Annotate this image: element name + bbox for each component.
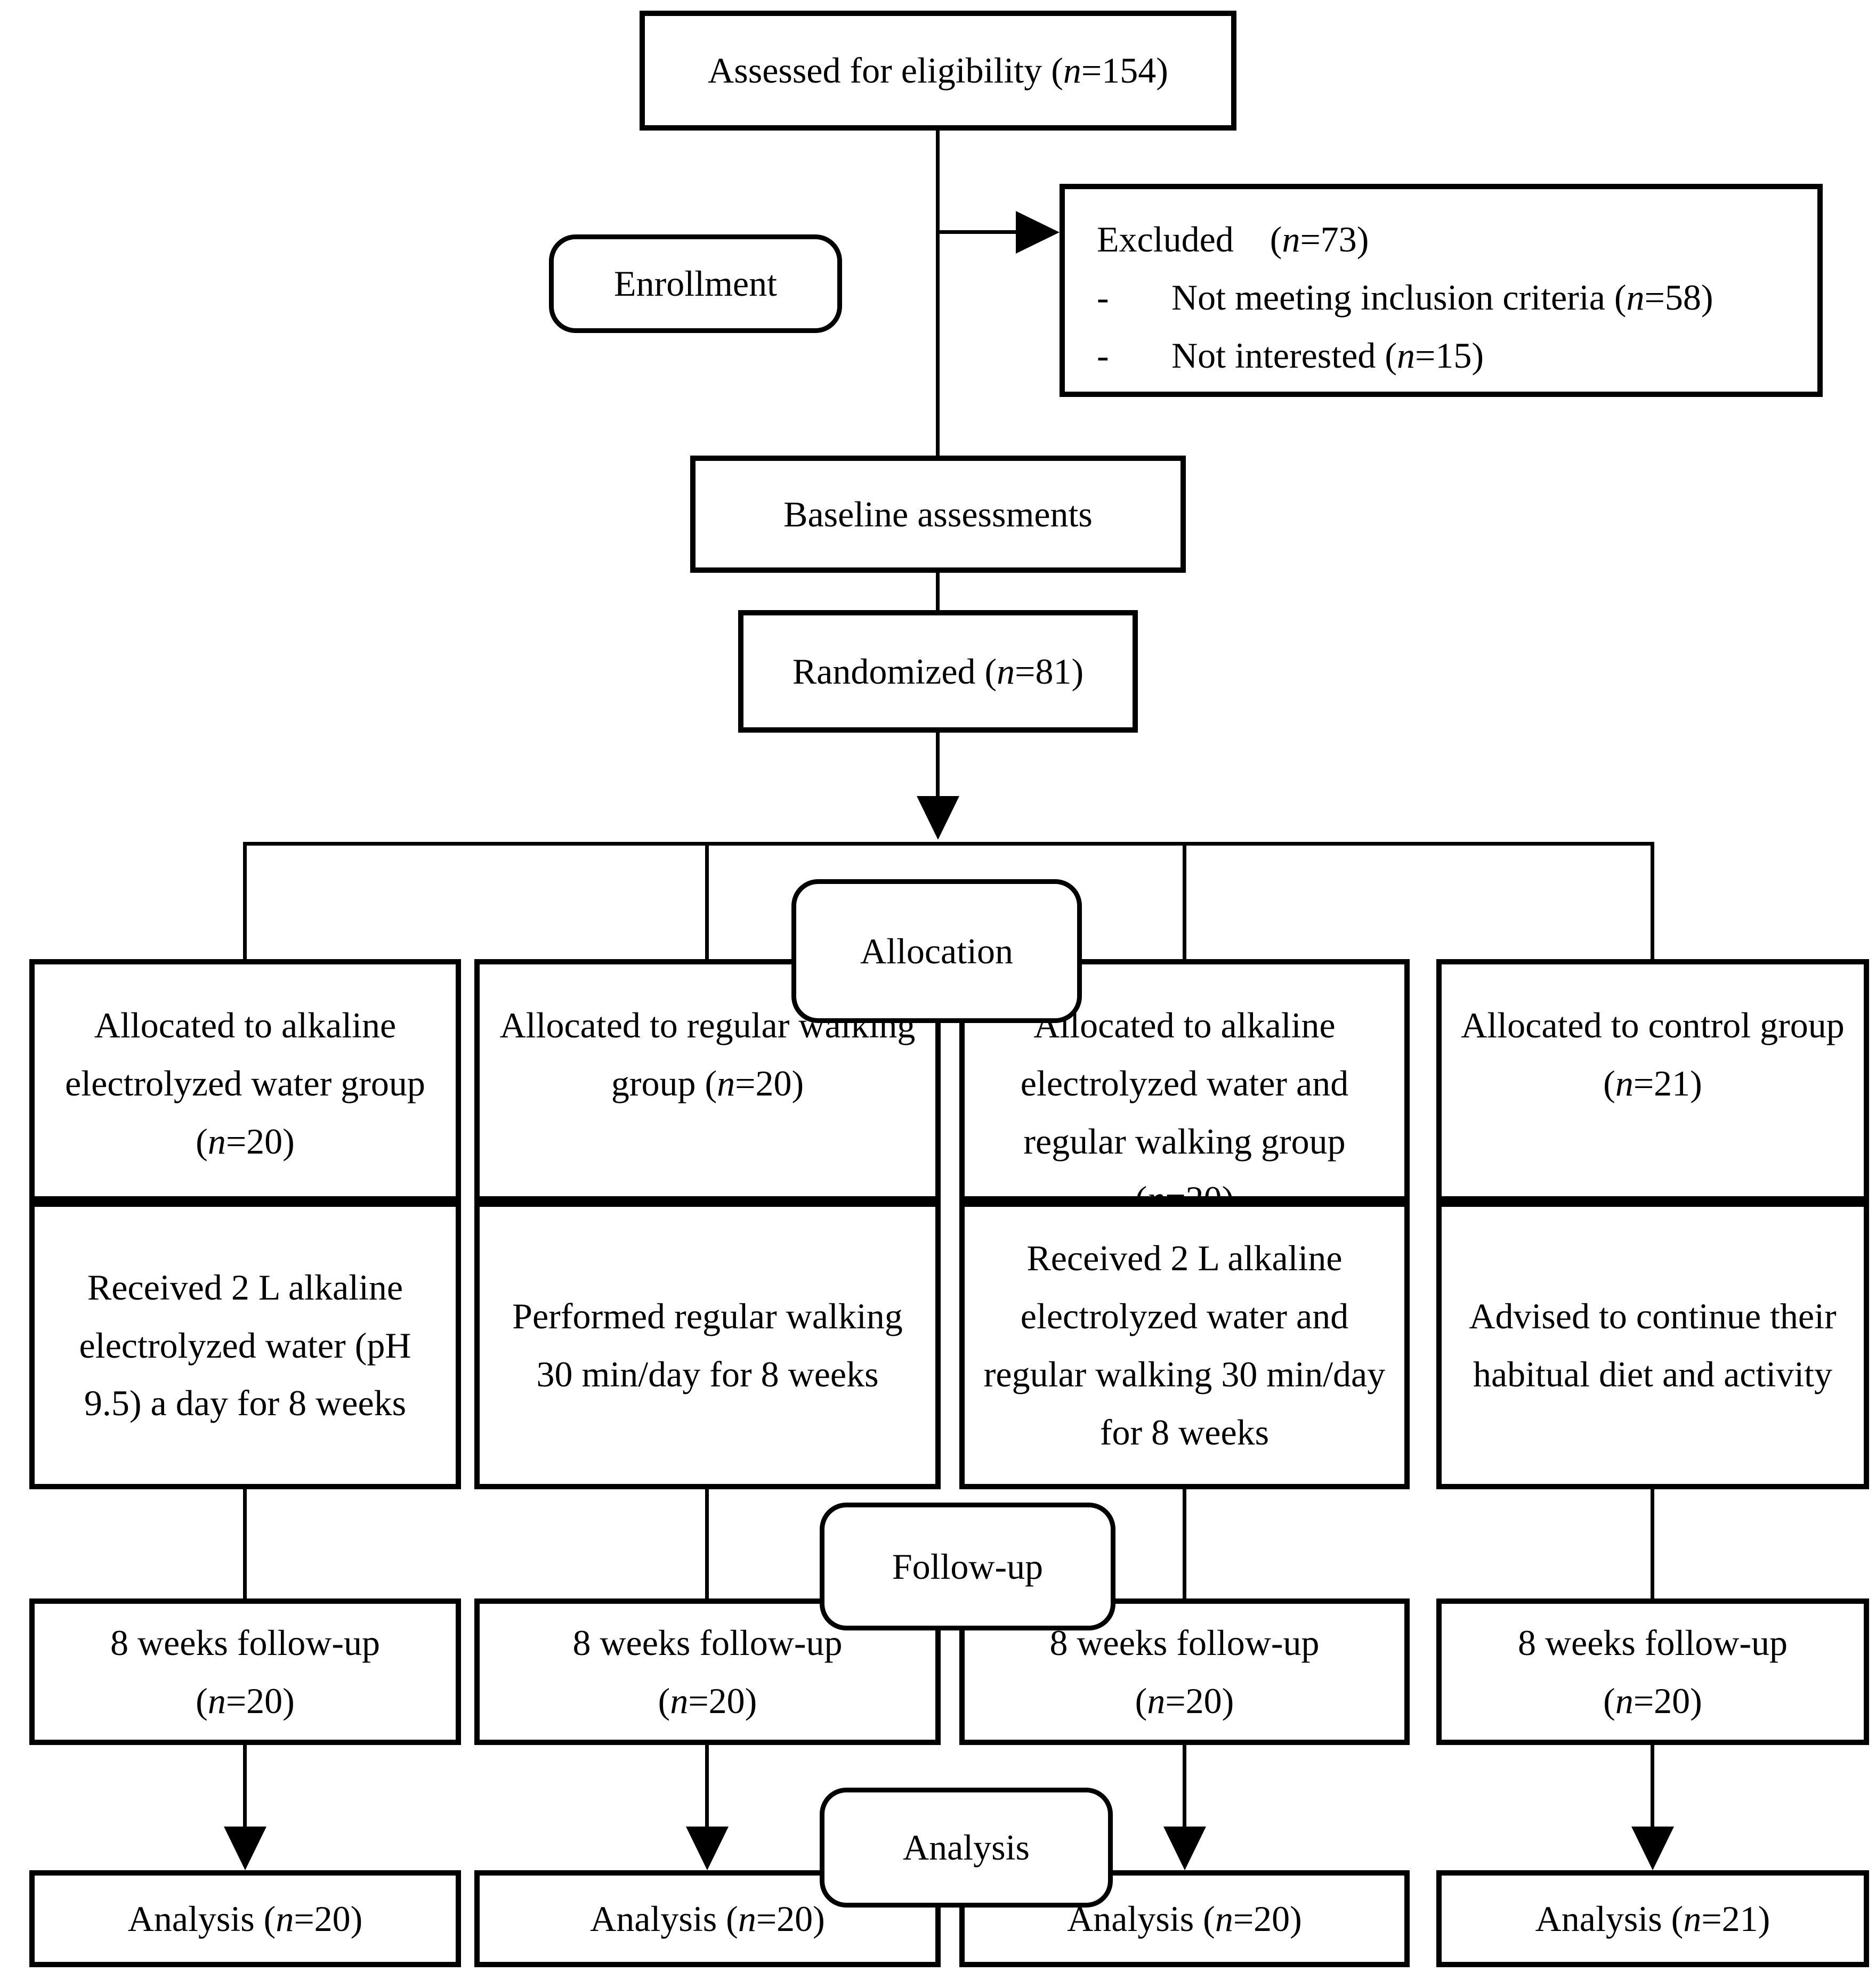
arrowhead-right-excluded <box>1016 211 1060 254</box>
analysis-label: Analysis <box>903 1827 1030 1868</box>
col4-allocated-box: Allocated to control group (n=21) <box>1436 959 1869 1202</box>
col2-analysis-text: Analysis (n=20) <box>590 1898 825 1939</box>
connector-branch-col4 <box>1651 845 1654 962</box>
arrowhead-down-branch <box>917 796 959 840</box>
col1-intervention-box: Received 2 L alkaline electrolyzed water… <box>29 1202 461 1489</box>
col3-intervention-box: Received 2 L alkaline electrolyzed water… <box>959 1202 1410 1489</box>
allocation-pill: Allocation <box>791 879 1082 1023</box>
arrowhead-down-col2 <box>686 1827 729 1870</box>
randomized-box: Randomized (n=81) <box>738 610 1138 733</box>
excluded-item-1: Not meeting inclusion criteria (n=58) <box>1171 277 1713 318</box>
arrowhead-down-col1 <box>224 1827 266 1870</box>
connector-col3-followup <box>1183 1489 1186 1598</box>
excluded-title: Excluded (n=73) <box>1097 219 1369 259</box>
col2-followup-text: 8 weeks follow-up (n=20) <box>572 1622 843 1721</box>
connector-col2-followup <box>705 1489 709 1598</box>
connector-col3-analysis <box>1183 1745 1186 1828</box>
excluded-item-2: Not interested (n=15) <box>1171 335 1484 376</box>
connector-col4-followup <box>1651 1489 1654 1598</box>
col3-allocated-text: Allocated to alkaline electrolyzed water… <box>1020 1005 1349 1220</box>
connector-assessed-baseline <box>936 131 940 456</box>
col2-intervention-box: Performed regular walking 30 min/day for… <box>474 1202 941 1489</box>
col4-analysis-box: Analysis (n=21) <box>1436 1870 1869 1967</box>
connector-randomized-branch <box>936 733 940 797</box>
col2-intervention-text: Performed regular walking 30 min/day for… <box>512 1296 903 1394</box>
col3-followup-text: 8 weeks follow-up (n=20) <box>1049 1622 1320 1721</box>
enrollment-label: Enrollment <box>614 263 777 304</box>
connector-col1-followup <box>243 1489 247 1598</box>
baseline-box: Baseline assessments <box>690 456 1186 573</box>
connector-col4-analysis <box>1651 1745 1654 1828</box>
branch-line <box>243 842 1654 846</box>
col2-analysis-box: Analysis (n=20) <box>474 1870 941 1967</box>
connector-to-excluded <box>938 230 1018 234</box>
bullet-dash: - <box>1097 277 1109 318</box>
col4-intervention-box: Advised to continue their habitual diet … <box>1436 1202 1869 1489</box>
col1-followup-text: 8 weeks follow-up (n=20) <box>110 1622 381 1721</box>
enrollment-pill: Enrollment <box>549 234 842 333</box>
randomized-text: Randomized (n=81) <box>792 651 1084 692</box>
col4-followup-text: 8 weeks follow-up (n=20) <box>1517 1622 1788 1721</box>
followup-label: Follow-up <box>892 1546 1044 1587</box>
followup-pill: Follow-up <box>820 1503 1115 1630</box>
col3-intervention-text: Received 2 L alkaline electrolyzed water… <box>983 1238 1386 1452</box>
col1-followup-box: 8 weeks follow-up (n=20) <box>29 1598 461 1745</box>
col1-allocated-text: Allocated to alkaline electrolyzed water… <box>65 1005 425 1162</box>
connector-branch-col3 <box>1183 845 1186 962</box>
arrowhead-down-col3 <box>1163 1827 1206 1870</box>
connector-branch-col1 <box>243 845 247 962</box>
excluded-content: Excluded (n=73) - Not meeting inclusion … <box>1065 189 1817 384</box>
col1-analysis-box: Analysis (n=20) <box>29 1870 461 1967</box>
arrowhead-down-col4 <box>1631 1827 1674 1870</box>
col1-intervention-text: Received 2 L alkaline electrolyzed water… <box>79 1267 411 1424</box>
col3-analysis-text: Analysis (n=20) <box>1067 1898 1302 1939</box>
connector-col2-analysis <box>705 1745 709 1828</box>
col3-analysis-box: Analysis (n=20) <box>959 1870 1410 1967</box>
col1-allocated-box: Allocated to alkaline electrolyzed water… <box>29 959 461 1202</box>
assessed-box: Assessed for eligibility (n=154) <box>640 11 1236 131</box>
analysis-pill: Analysis <box>820 1788 1113 1908</box>
allocation-label: Allocation <box>860 930 1014 971</box>
col4-analysis-text: Analysis (n=21) <box>1535 1898 1770 1939</box>
col2-allocated-text: Allocated to regular walking group (n=20… <box>499 1005 916 1103</box>
connector-col1-analysis <box>243 1745 247 1828</box>
col1-analysis-text: Analysis (n=20) <box>127 1898 363 1939</box>
connector-baseline-randomized <box>936 573 940 610</box>
excluded-item-row: - Not interested (n=15) <box>1097 327 1796 385</box>
excluded-box: Excluded (n=73) - Not meeting inclusion … <box>1060 184 1823 397</box>
col4-intervention-text: Advised to continue their habitual diet … <box>1469 1296 1837 1394</box>
excluded-item-row: - Not meeting inclusion criteria (n=58) <box>1097 269 1796 327</box>
assessed-text: Assessed for eligibility (n=154) <box>708 50 1168 91</box>
col4-followup-box: 8 weeks follow-up (n=20) <box>1436 1598 1869 1745</box>
bullet-dash: - <box>1097 335 1109 376</box>
connector-branch-col2 <box>705 845 709 962</box>
baseline-text: Baseline assessments <box>783 493 1093 534</box>
col4-allocated-text: Allocated to control group (n=21) <box>1461 1005 1845 1103</box>
